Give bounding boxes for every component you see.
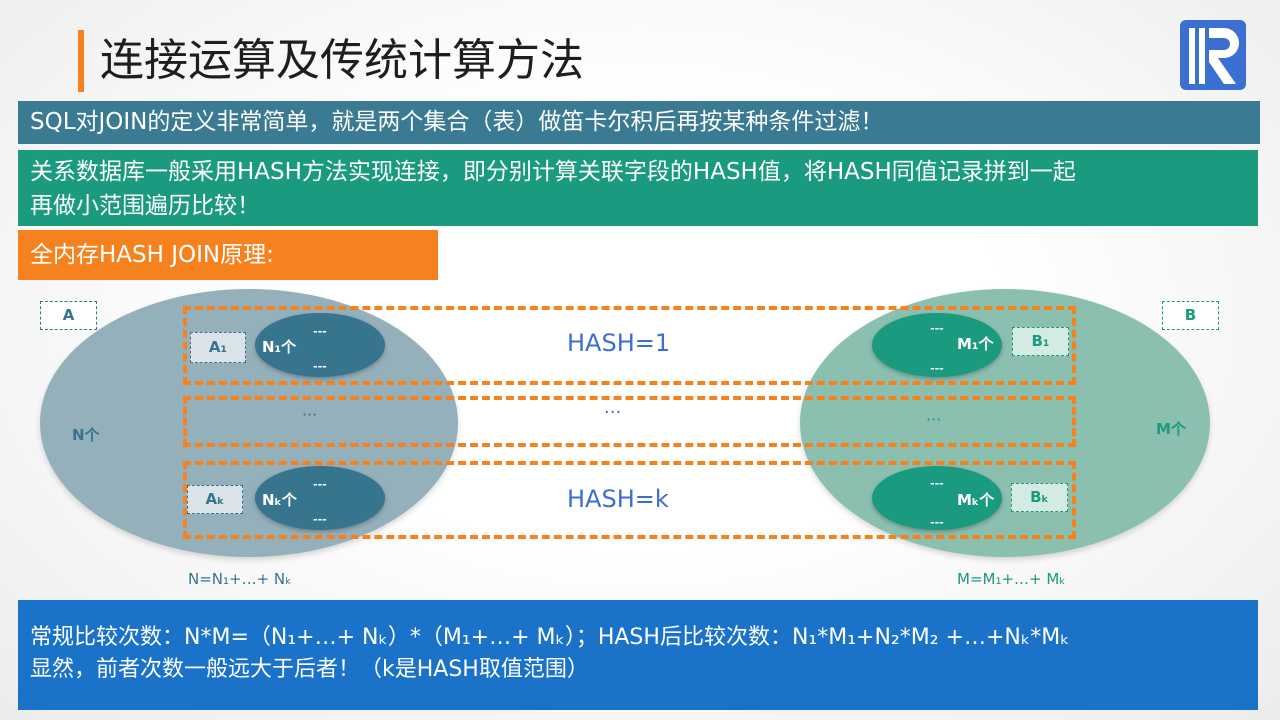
set-a-label: A [40, 301, 97, 330]
subset-ak-ellipse [255, 466, 385, 530]
dots: --- [930, 516, 944, 529]
dots: --- [313, 325, 327, 338]
hash-method-line-1: 关系数据库一般采用HASH方法实现连接，即分别计算关联字段的HASH值，将HAS… [30, 159, 1076, 185]
summary-line-1: 常规比较次数：N*M=（N₁+…+ Nₖ）*（M₁+…+ Mₖ）；HASH后比较… [30, 625, 1070, 650]
subset-ak-count: Nₖ个 [262, 491, 297, 509]
definition-band: SQL对JOIN的定义非常简单，就是两个集合（表）做笛卡尔积后再按某种条件过滤！ [18, 101, 1260, 144]
dots: --- [930, 477, 944, 490]
hash-group-1 [183, 306, 1076, 385]
logo-icon [1180, 20, 1246, 90]
subset-a1-count: N₁个 [262, 338, 297, 356]
hash-middle-ellipsis: ··· [604, 402, 622, 423]
title-accent-bar [78, 30, 84, 92]
subset-a1-label: A₁ [190, 332, 246, 363]
subset-bk-label: Bₖ [1011, 483, 1068, 512]
subset-bk-count: Mₖ个 [957, 491, 995, 509]
set-a-count: N个 [72, 426, 100, 444]
hash-k-label: HASH=k [567, 485, 669, 513]
dots: --- [313, 360, 327, 373]
dots: --- [313, 513, 327, 526]
set-b-ellipse [800, 289, 1210, 557]
subset-b1-ellipse [872, 313, 1002, 377]
subset-bk-ellipse [872, 466, 1002, 530]
set-b-label: B [1162, 301, 1219, 330]
subset-ak-label: Aₖ [187, 485, 243, 514]
dots: --- [930, 362, 944, 375]
set-a-ellipse [40, 289, 458, 557]
hash-method-line-2: 再做小范围遍历比较！ [30, 193, 260, 219]
set-b-count: M个 [1156, 420, 1186, 438]
subset-b1-count: M₁个 [957, 335, 994, 353]
principle-heading: 全内存HASH JOIN原理: [18, 230, 438, 280]
ellipsis: ··· [926, 410, 942, 429]
n-sum-formula: N=N₁+…+ Nₖ [188, 570, 292, 588]
comparison-summary: 常规比较次数：N*M=（N₁+…+ Nₖ）*（M₁+…+ Mₖ）；HASH后比较… [18, 600, 1258, 710]
subset-a1-ellipse [255, 313, 385, 377]
dots: --- [930, 322, 944, 335]
ellipsis: ··· [302, 405, 318, 424]
dots: --- [313, 478, 327, 491]
hash-method-band: 关系数据库一般采用HASH方法实现连接，即分别计算关联字段的HASH值，将HAS… [18, 150, 1258, 226]
page-title: 连接运算及传统计算方法 [100, 35, 584, 86]
subset-b1-label: B₁ [1012, 327, 1069, 356]
summary-line-2: 显然，前者次数一般远大于后者！（k是HASH取值范围） [30, 657, 589, 682]
hash-1-label: HASH=1 [567, 329, 671, 357]
m-sum-formula: M=M₁+…+ Mₖ [957, 570, 1066, 588]
hash-group-middle [183, 396, 1076, 447]
hash-group-k [183, 461, 1076, 539]
